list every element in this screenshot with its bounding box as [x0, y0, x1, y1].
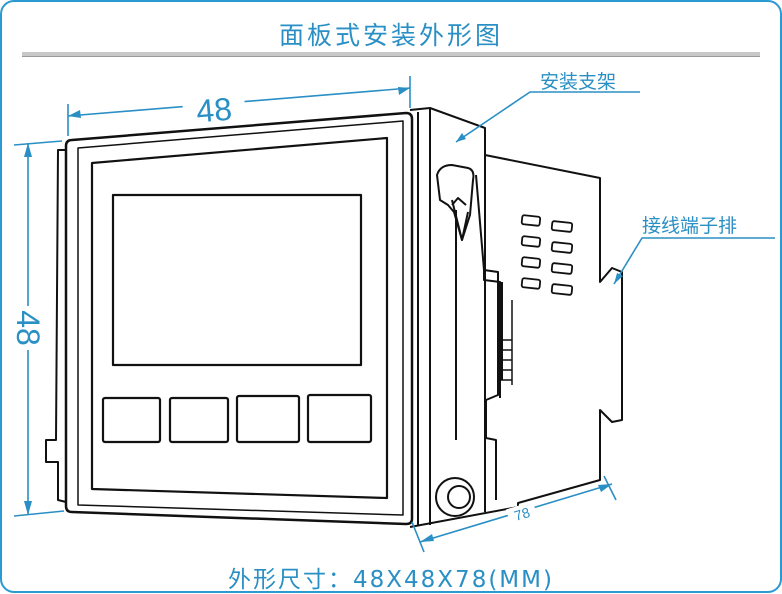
terminal-label: 接线端子排: [642, 215, 737, 237]
dim-depth-value: 78: [512, 504, 532, 524]
key-4[interactable]: [306, 393, 373, 444]
key-2[interactable]: [168, 396, 230, 444]
dimension-summary: 外形尺寸：48X48X78(MM): [228, 567, 554, 593]
vent-slots: [520, 214, 574, 296]
key-3[interactable]: [235, 394, 301, 444]
callout-terminal-line: [613, 237, 775, 285]
title-divider: [22, 52, 760, 57]
side-housing: [409, 107, 623, 528]
lcd-window: [111, 193, 363, 367]
bracket-label: 安装支架: [540, 71, 616, 93]
callout-bracket-line: [455, 91, 640, 143]
page-title: 面板式安装外形图: [278, 21, 503, 50]
bracket-screw: [435, 477, 475, 517]
front-bezel: [45, 111, 414, 526]
bracket-ribs: [500, 300, 513, 385]
dim-width-value: 48: [195, 91, 233, 130]
key-1[interactable]: [101, 396, 162, 444]
mounting-bracket: [436, 164, 503, 500]
dim-height-value: 48: [10, 310, 46, 346]
keypad: [101, 393, 373, 444]
